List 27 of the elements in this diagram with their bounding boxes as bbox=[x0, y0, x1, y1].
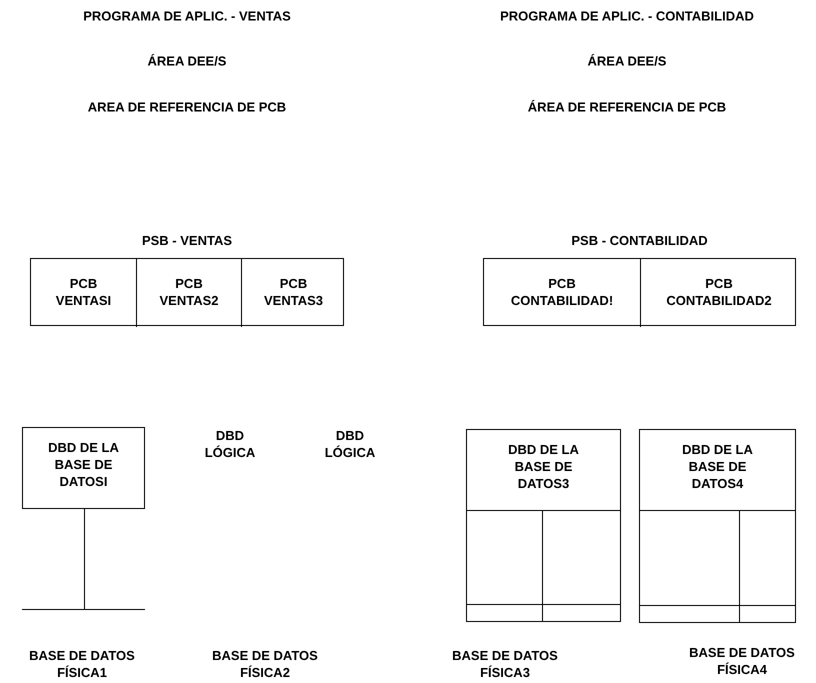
program-heading: PROGRAMA DE APLIC. - CONTABILIDAD bbox=[499, 8, 755, 26]
connector-line bbox=[84, 508, 85, 610]
dbd-table bbox=[639, 429, 796, 623]
area-label: ÁREA DEE/S bbox=[586, 54, 668, 70]
box-text: DBD DE LA BASE DE DATOSI bbox=[47, 440, 120, 491]
area-label: AREA DE REFERENCIA DE PCB bbox=[86, 100, 288, 116]
dbd-label: DBD LÓGICA bbox=[324, 428, 376, 462]
cell-text: PCB VENTAS2 bbox=[158, 276, 220, 310]
program-heading: PROGRAMA DE APLIC. - VENTAS bbox=[82, 8, 292, 26]
box-text: DBD DE LA BASE DE DATOS3 bbox=[507, 442, 580, 493]
area-label: ÁREA DEE/S bbox=[146, 54, 228, 70]
database-label: BASE DE DATOS FÍSICA1 bbox=[29, 648, 135, 682]
box-heading: PSB - VENTAS bbox=[140, 233, 234, 250]
box-heading: PSB - CONTABILIDAD bbox=[570, 233, 709, 250]
bar-line bbox=[22, 609, 145, 611]
cell-text: PCB VENTASI bbox=[54, 276, 112, 310]
dbd-box bbox=[22, 427, 145, 509]
cell-text: PCB CONTABILIDAD2 bbox=[665, 276, 773, 310]
dbd-table bbox=[466, 429, 621, 622]
cell-text: PCB VENTAS3 bbox=[263, 276, 324, 310]
box-text: DBD DE LA BASE DE DATOS4 bbox=[681, 442, 754, 493]
database-label: BASE DE DATOS FÍSICA4 bbox=[689, 645, 795, 679]
dbd-label: DBD LÓGICA bbox=[204, 428, 256, 462]
database-label: BASE DE DATOS FÍSICA3 bbox=[452, 648, 558, 682]
database-label: BASE DE DATOS FÍSICA2 bbox=[212, 648, 318, 682]
cell-text: PCB CONTABILIDAD! bbox=[510, 276, 614, 310]
area-label: ÁREA DE REFERENCIA DE PCB bbox=[526, 100, 728, 116]
